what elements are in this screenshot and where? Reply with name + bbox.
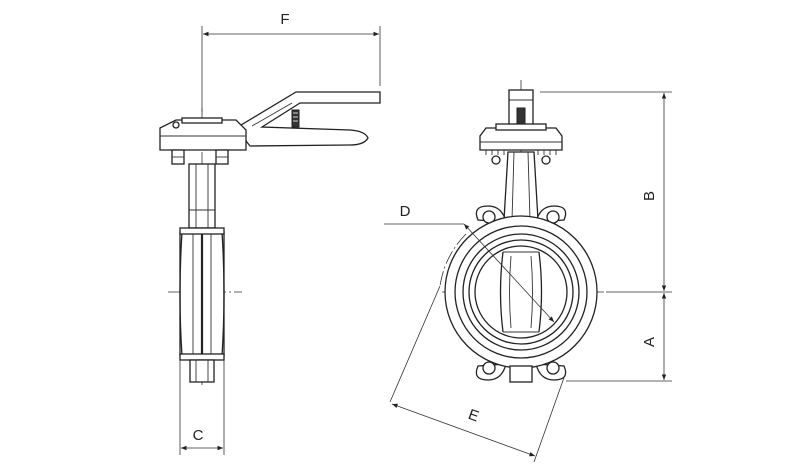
stem-top (508, 89, 534, 127)
label-a: A (641, 337, 658, 347)
top-plate-front (479, 123, 563, 165)
label-d: D (400, 203, 411, 220)
top-lugs (475, 205, 567, 224)
dimension-f: F (201, 11, 381, 112)
valve-body-side (179, 227, 225, 361)
bottom-boss-side (189, 359, 215, 383)
body-ring (444, 215, 598, 369)
dimension-c: C (179, 360, 225, 455)
label-e: E (466, 406, 481, 425)
plate-screw (172, 121, 180, 129)
neck-front (503, 151, 539, 221)
dimension-b: B (540, 91, 672, 293)
side-view (159, 91, 381, 385)
top-plate (159, 117, 247, 165)
handle-grip-spring (291, 109, 300, 128)
valve-neck (188, 163, 216, 229)
bottom-boss-front (509, 365, 533, 383)
label-f: F (280, 11, 289, 28)
dimension-a: A (566, 293, 672, 382)
label-b: B (641, 191, 658, 201)
dimension-d: D (384, 203, 555, 323)
handle-lever (235, 91, 381, 147)
front-view (442, 80, 604, 383)
label-c: C (193, 427, 204, 444)
